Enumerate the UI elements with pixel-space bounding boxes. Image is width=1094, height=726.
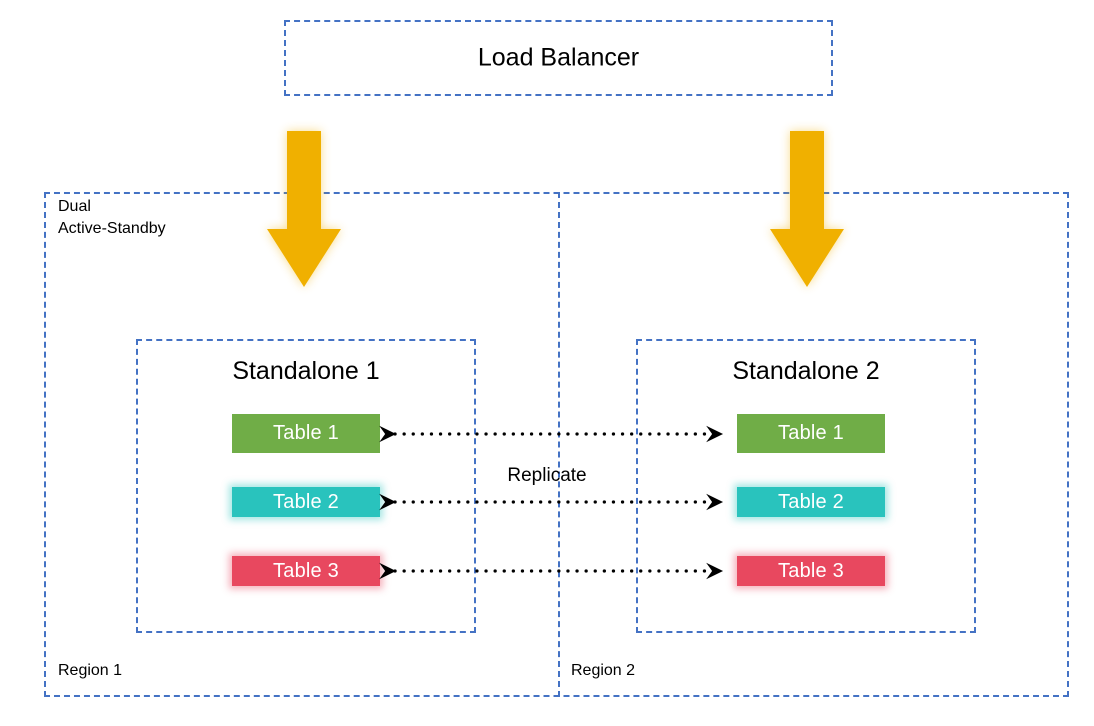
standalone-1-table-1[interactable]: Table 1 xyxy=(232,414,380,453)
ingress-arrow-region-1-icon xyxy=(267,131,341,287)
standalone-1-label: Standalone 1 xyxy=(232,357,380,385)
standalone-2-table-3[interactable]: Table 3 xyxy=(737,556,885,586)
replicate-label: Replicate xyxy=(507,465,587,486)
region-1-label: Region 1 xyxy=(58,662,123,679)
standalone-2-box: Standalone 2 xyxy=(636,339,976,633)
standalone-2-table-2[interactable]: Table 2 xyxy=(737,487,885,517)
dual-active-standby-label: Dual Active-Standby xyxy=(58,198,166,237)
standalone-1-table-2[interactable]: Table 2 xyxy=(232,487,380,517)
ingress-arrow-region-2-icon xyxy=(770,131,844,287)
standalone-2-table-1[interactable]: Table 1 xyxy=(737,414,885,453)
standalone-1-box: Standalone 1 xyxy=(136,339,476,633)
standalone-2-label: Standalone 2 xyxy=(732,357,880,385)
region-divider xyxy=(558,192,560,697)
region-2-label: Region 2 xyxy=(571,662,636,679)
load-balancer-box: Load Balancer xyxy=(284,20,833,96)
dual-active-standby-region xyxy=(44,192,1069,697)
standalone-1-table-3[interactable]: Table 3 xyxy=(232,556,380,586)
load-balancer-label: Load Balancer xyxy=(477,43,640,72)
